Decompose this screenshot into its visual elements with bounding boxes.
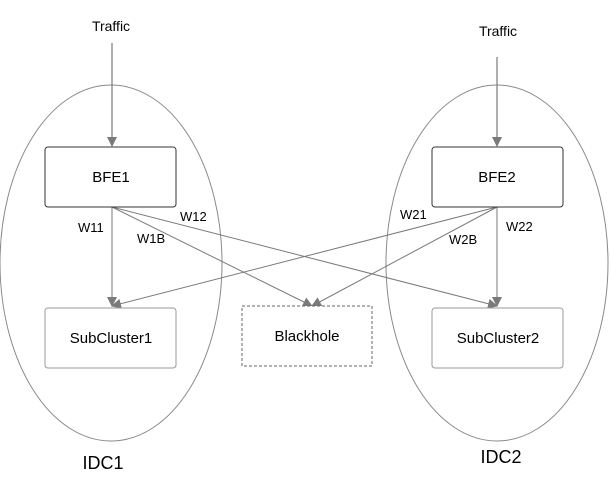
traffic-label-left: Traffic	[92, 18, 130, 34]
edge-w11-label: W11	[78, 220, 104, 235]
subcluster1-box	[44, 307, 177, 369]
traffic-label-right: Traffic	[479, 23, 517, 39]
idc1-label: IDC1	[82, 453, 123, 473]
bfe2-box	[431, 146, 564, 208]
subcluster1-label: SubCluster1	[70, 330, 153, 347]
subcluster2-label: SubCluster2	[457, 330, 540, 347]
blackhole-box	[241, 305, 373, 367]
bfe2-label: BFE2	[478, 169, 516, 186]
bfe1-label: BFE1	[92, 169, 130, 186]
edge-w21-label: W21	[400, 207, 427, 222]
edge-w21-line	[111, 206, 498, 309]
edge-w2b-line	[311, 206, 498, 307]
blackhole-label: Blackhole	[274, 328, 339, 345]
edge-w22-label: W22	[506, 219, 533, 234]
subcluster2-box	[431, 307, 564, 369]
edge-w12-label: W12	[180, 209, 207, 224]
edge-w1b-label: W1B	[137, 231, 165, 246]
bfe1-box	[44, 146, 177, 208]
idc1-ellipse	[0, 84, 223, 442]
edge-w1b-line	[111, 206, 313, 307]
edge-w2b-label: W2B	[449, 232, 477, 247]
idc2-label: IDC2	[480, 447, 521, 467]
